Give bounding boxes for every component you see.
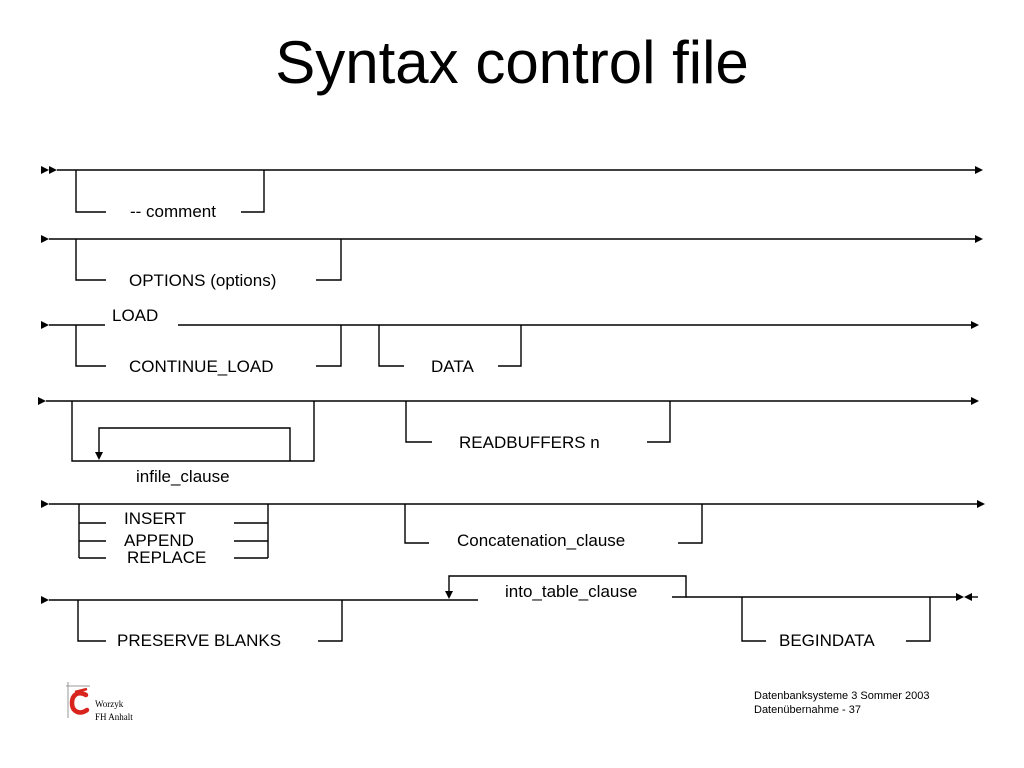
label-begindata: BEGINDATA — [779, 631, 875, 650]
arrow-right-icon — [41, 235, 49, 243]
arrow-right-icon — [41, 500, 49, 508]
logo-author: Worzyk — [95, 699, 124, 709]
arrow-right-icon — [975, 235, 983, 243]
label-insert: INSERT — [124, 509, 186, 528]
row-load: LOAD CONTINUE_LOAD DATA — [41, 306, 979, 376]
arrow-right-icon — [956, 593, 964, 601]
arrow-right-icon — [41, 321, 49, 329]
start-arrow-icon — [49, 166, 57, 174]
arrow-right-icon — [971, 397, 979, 405]
logo-institution: FH Anhalt — [95, 712, 133, 722]
arrow-right-icon — [977, 500, 985, 508]
arrow-down-icon — [95, 452, 103, 460]
label-replace: REPLACE — [127, 548, 206, 567]
fh-anhalt-logo-icon — [66, 682, 90, 718]
label-into-table-clause: into_table_clause — [505, 582, 637, 601]
arrow-right-icon — [38, 397, 46, 405]
slide-title: Syntax control file — [275, 29, 749, 96]
row-insert: INSERT APPEND REPLACE Concatenation_clau… — [41, 500, 985, 567]
label-append: APPEND — [124, 531, 194, 550]
label-load: LOAD — [112, 306, 158, 325]
footer-course: Datenbanksysteme 3 Sommer 2003 — [754, 690, 930, 702]
arrow-down-icon — [445, 591, 453, 599]
label-data: DATA — [431, 357, 474, 376]
label-preserve-blanks: PRESERVE BLANKS — [117, 631, 281, 650]
row-comment: -- comment — [41, 166, 983, 221]
label-continue-load: CONTINUE_LOAD — [129, 357, 274, 376]
label-concatenation-clause: Concatenation_clause — [457, 531, 625, 550]
row-infile: infile_clause READBUFFERS n — [38, 397, 979, 486]
label-options: OPTIONS (options) — [129, 271, 276, 290]
arrow-right-icon — [975, 166, 983, 174]
row-options: OPTIONS (options) — [41, 235, 983, 290]
row-into-table: into_table_clause PRESERVE BLANKS BEGIND… — [41, 575, 978, 650]
label-comment: -- comment — [130, 202, 216, 221]
start-arrow-icon — [41, 166, 49, 174]
arrow-right-icon — [971, 321, 979, 329]
label-readbuffers: READBUFFERS n — [459, 433, 600, 452]
arrow-right-icon — [41, 596, 49, 604]
label-infile-clause: infile_clause — [136, 467, 230, 486]
footer-page: Datenübernahme - 37 — [754, 704, 862, 716]
arrow-left-icon — [964, 593, 972, 601]
